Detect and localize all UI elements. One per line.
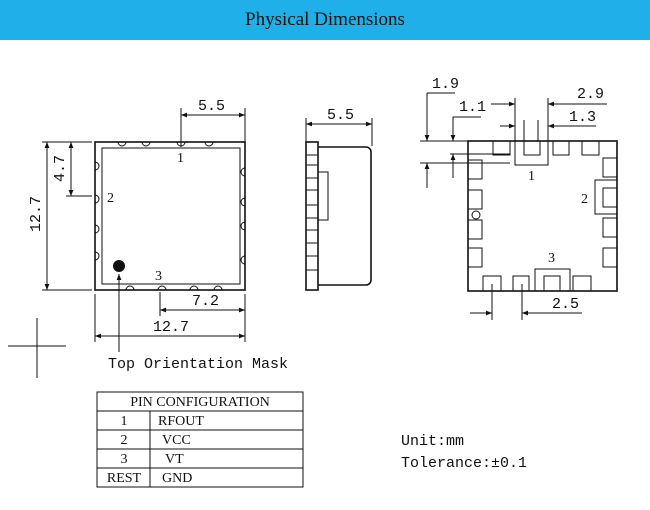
dim-1-1: 1.1 xyxy=(459,99,486,116)
pin1-pad-label: 1 xyxy=(528,169,535,184)
pin3-pad-label: 3 xyxy=(548,251,555,266)
dim-2-5: 2.5 xyxy=(552,296,579,313)
function-cell: VT xyxy=(165,452,184,467)
tolerance-note: Tolerance:±0.1 xyxy=(401,455,527,472)
pin-cell: 1 xyxy=(121,414,128,429)
pin1-label: 1 xyxy=(177,151,184,166)
page-title: Physical Dimensions xyxy=(245,9,405,30)
function-cell: RFOUT xyxy=(158,414,204,429)
top-view: 1 2 3 Top Orientation Mask 5.5 12.7 4.7 … xyxy=(8,98,288,378)
function-cell: GND xyxy=(162,471,192,486)
pin-cell: REST xyxy=(107,471,142,486)
mask-label: Top Orientation Mask xyxy=(108,356,288,373)
bottom-view: 1 2 3 1.9 1.1 2.9 1.3 2.5 xyxy=(420,76,618,320)
dim-thickness: 5.5 xyxy=(327,107,354,124)
pin-configuration-table: PIN CONFIGURATION 1 RFOUT 2 VCC 3 VT RES… xyxy=(96,391,304,488)
dim-1-9: 1.9 xyxy=(432,76,459,93)
dim-width: 12.7 xyxy=(153,319,189,336)
function-cell: VCC xyxy=(162,433,191,448)
package-lid xyxy=(101,147,241,285)
dim-2-9: 2.9 xyxy=(577,86,604,103)
orientation-dot xyxy=(113,260,125,272)
unit-note: Unit:mm xyxy=(401,433,464,450)
pin2-pad-label: 2 xyxy=(581,192,588,207)
side-view: 5.5 xyxy=(305,107,373,291)
castellations xyxy=(94,141,246,291)
package-outline xyxy=(94,141,246,291)
pin-cell: 3 xyxy=(121,452,128,467)
header-bar: Physical Dimensions xyxy=(0,0,650,40)
table-title: PIN CONFIGURATION xyxy=(130,395,270,410)
dim-top-width: 5.5 xyxy=(198,98,225,115)
pin3-label: 3 xyxy=(155,269,162,284)
pin2-label: 2 xyxy=(107,191,114,206)
dim-pin3-offset: 7.2 xyxy=(192,293,219,310)
dim-pin2-offset: 4.7 xyxy=(52,155,69,182)
pads xyxy=(467,140,618,292)
dim-1-3: 1.3 xyxy=(569,109,596,126)
pin-cell: 2 xyxy=(121,433,128,448)
dim-height: 12.7 xyxy=(28,196,45,232)
